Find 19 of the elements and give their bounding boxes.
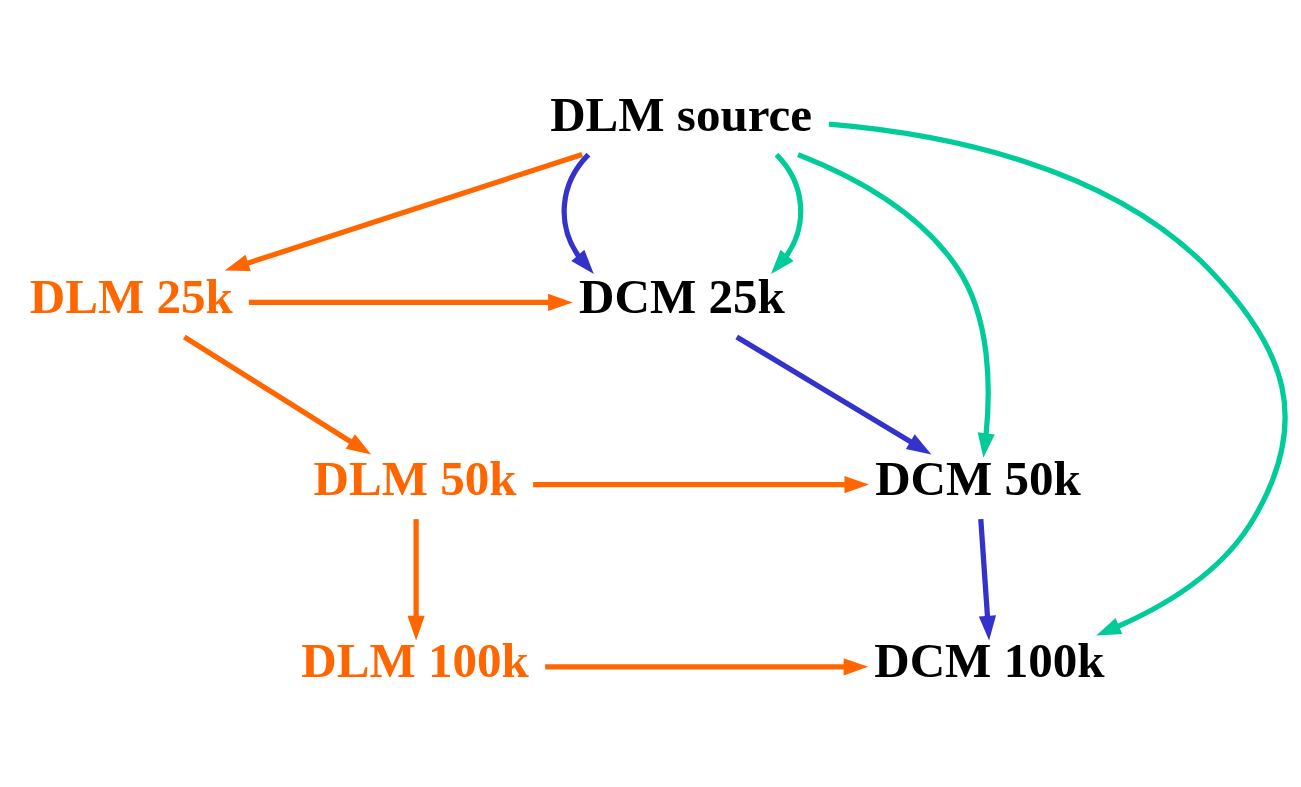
arrow <box>545 658 869 676</box>
arrow <box>182 334 372 455</box>
arrow <box>735 334 932 455</box>
arrow <box>978 518 996 641</box>
arrow <box>224 152 583 272</box>
arrow <box>828 121 1288 636</box>
arrow <box>561 152 594 275</box>
arrow <box>771 152 804 275</box>
node-text: DCM 25k <box>579 268 785 324</box>
arrow <box>248 293 573 311</box>
node-text: DLM 50k <box>313 450 517 506</box>
node-text: DCM 50k <box>875 450 1081 506</box>
node-text: DCM 100k <box>874 633 1105 689</box>
arrow <box>797 152 995 458</box>
node-text: DLM source <box>550 86 813 142</box>
node-text: DLM 25k <box>29 268 233 324</box>
arrow <box>533 476 870 494</box>
node-text: DLM 100k <box>301 633 529 689</box>
arrow <box>407 519 425 641</box>
